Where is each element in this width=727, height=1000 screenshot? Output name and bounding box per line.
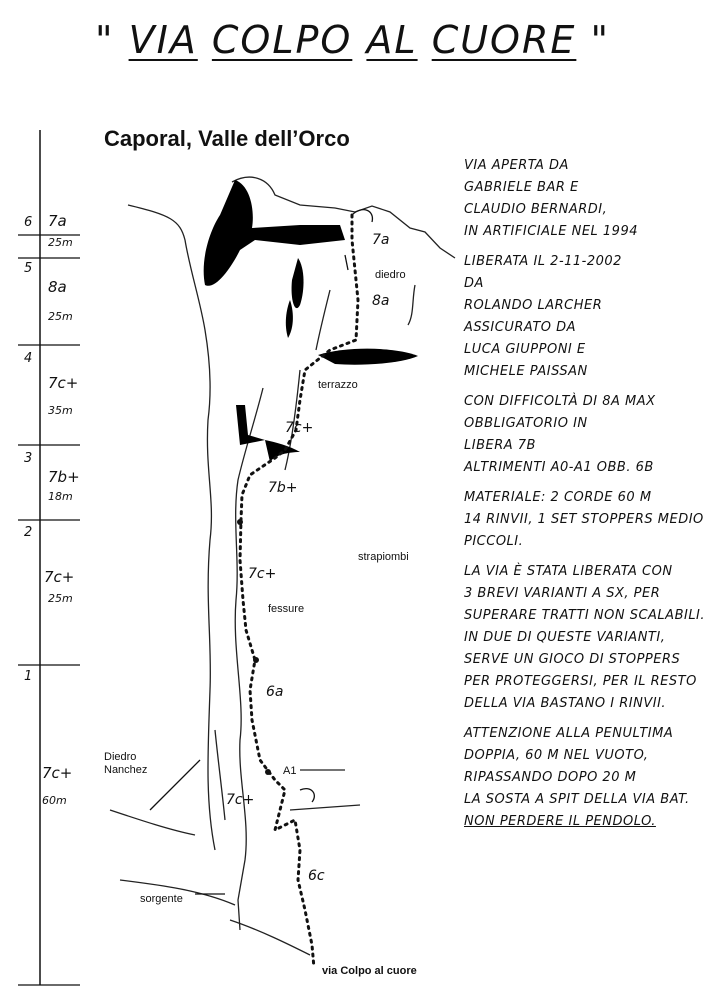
label-diedro: diedro <box>375 269 406 281</box>
title-cuore: Cuore <box>431 18 577 62</box>
label-fessure: fessure <box>268 603 304 615</box>
rock-outline <box>109 176 456 956</box>
pitch-grade-1: 7c+ <box>42 764 72 782</box>
note-pendolo: Non perdere il pendolo. <box>464 814 656 829</box>
note-freed: Liberata il 2-11-2002 da Rolando Larcher… <box>464 254 622 379</box>
title-quote-close: " <box>590 18 610 62</box>
belay-2 <box>253 657 259 663</box>
left-base-line <box>109 809 196 836</box>
overhang-shapes <box>203 180 418 462</box>
pitch-num-4: 4 <box>24 351 32 366</box>
summit-ridge-line <box>231 176 456 259</box>
route-notes: Via aperta da Gabriele Bar e Claudio Ber… <box>464 155 719 841</box>
base-line <box>229 919 311 956</box>
grade-6a: 6a <box>266 684 284 700</box>
title-via: Via <box>128 18 198 62</box>
pitch-grade-3: 7b+ <box>48 468 80 486</box>
pitch-len-5: 25m <box>48 310 73 323</box>
scale-ticks <box>18 234 80 986</box>
label-sorgente: sorgente <box>140 893 183 905</box>
note-variants: La via è stata liberata con 3 brevi vari… <box>464 564 706 711</box>
pitch-len-2: 25m <box>48 592 73 605</box>
note-difficulty: Con difficoltà di 8a max obbligatorio in… <box>464 394 656 475</box>
grade-7c-lower: 7c+ <box>226 792 254 808</box>
pitch-num-1: 1 <box>24 669 32 684</box>
terrazzo-ledge <box>318 348 418 365</box>
ground-line <box>119 879 236 906</box>
belay-1 <box>237 519 243 525</box>
arrow-a1 <box>299 788 315 803</box>
pitch-len-4: 35m <box>48 404 73 417</box>
ledge-7c-line <box>289 804 361 811</box>
title-al: al <box>366 18 418 62</box>
pitch-len-1: 60m <box>42 794 67 807</box>
pitch-grade-4: 7c+ <box>48 374 78 392</box>
grade-6c: 6c <box>308 868 325 884</box>
label-diedro-nanchez-1: Diedro <box>104 751 136 763</box>
pitch-grade-6: 7a <box>48 212 67 230</box>
roof-overhang <box>203 180 345 286</box>
label-strapiombi: strapiombi <box>358 551 409 563</box>
grade-8a: 8a <box>372 293 390 309</box>
label-a1: A1 <box>283 765 296 777</box>
label-route-name: via Colpo al cuore <box>322 965 417 977</box>
mid-roof-2 <box>265 440 300 462</box>
crack-mid-line <box>284 369 301 471</box>
pitch-grade-5: 8a <box>48 278 67 296</box>
pitch-grade-2: 7c+ <box>44 568 74 586</box>
title-quote-open: " <box>95 18 115 62</box>
pitch-len-6: 25m <box>48 236 73 249</box>
arrow-nanchez <box>149 759 201 811</box>
title-colpo: Colpo <box>211 18 353 62</box>
central-crack-line <box>234 387 264 931</box>
arrows <box>149 209 374 895</box>
mid-roof <box>236 405 265 445</box>
label-terrazzo: terrazzo <box>318 379 358 391</box>
route-line <box>238 213 360 970</box>
grade-7c-upper: 7c+ <box>285 420 313 436</box>
label-diedro-nanchez-2: Nanchez <box>104 764 147 776</box>
location-subtitle: Caporal, Valle dell’Orco <box>104 126 350 151</box>
belay-3 <box>265 769 271 775</box>
note-gear: Materiale: 2 corde 60 m 14 rinvii, 1 set… <box>464 490 704 549</box>
pitch-num-5: 5 <box>24 261 32 276</box>
note-bat: BAT. <box>660 792 690 807</box>
pitch-num-2: 2 <box>24 525 32 540</box>
page-title: " Via Colpo al Cuore " <box>95 18 610 62</box>
note-warning-text: Attenzione alla penultima doppia, 60 m n… <box>464 726 674 807</box>
left-wall-line <box>127 204 216 851</box>
pitch-len-3: 18m <box>48 490 73 503</box>
arrow-diedro <box>344 254 349 271</box>
belay-stations <box>237 519 271 775</box>
pitch-num-6: 6 <box>24 215 32 230</box>
right-crack-line <box>407 284 416 326</box>
grade-7c-mid: 7c+ <box>248 566 276 582</box>
note-warning: Attenzione alla penultima doppia, 60 m n… <box>464 723 719 833</box>
arrow-top <box>351 209 374 223</box>
flake-upper <box>291 258 304 309</box>
note-opened: Via aperta da Gabriele Bar e Claudio Ber… <box>464 158 638 239</box>
diedro-line <box>214 729 226 821</box>
grade-7b: 7b+ <box>268 480 298 496</box>
pitch-num-3: 3 <box>24 451 32 466</box>
grade-7a: 7a <box>372 232 390 248</box>
upper-crack-line <box>315 289 331 351</box>
flake-lower <box>285 300 293 338</box>
